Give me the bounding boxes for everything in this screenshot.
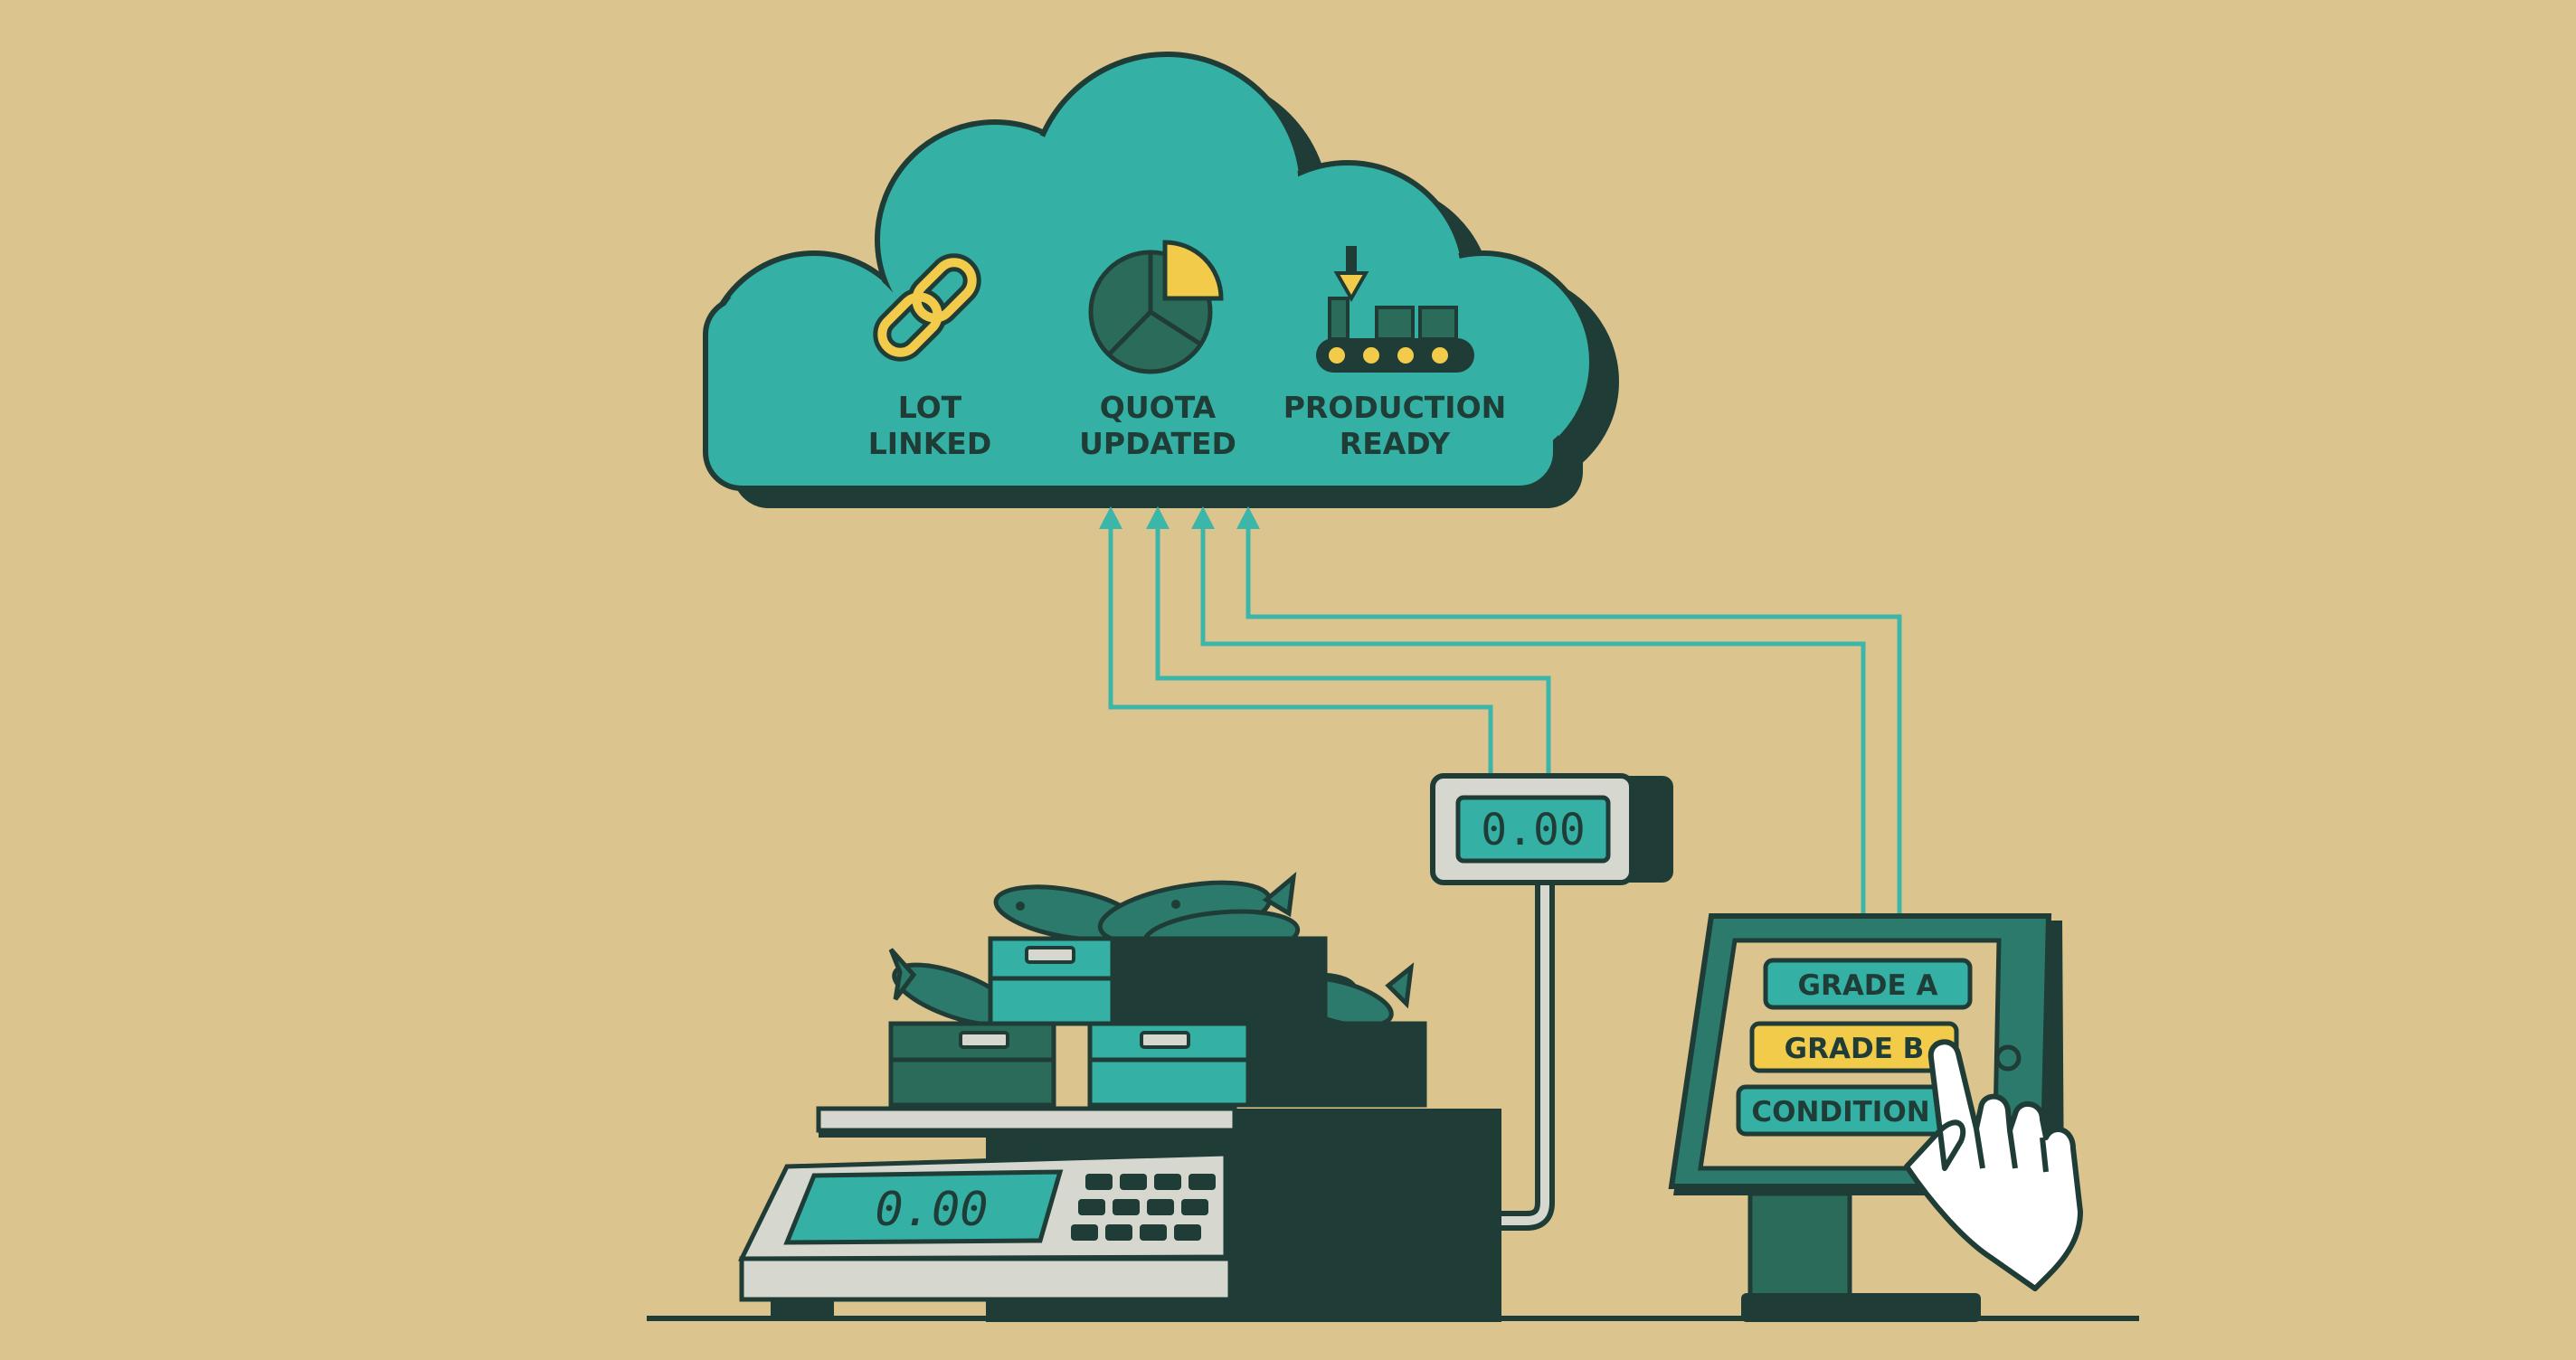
cloud-label-2-line2: UPDATED (1079, 426, 1236, 461)
keypad-key[interactable] (1147, 1199, 1174, 1215)
condition-label: CONDITION (1751, 1096, 1929, 1129)
connector-line-1 (1108, 520, 1493, 776)
arrow-up-icon (1146, 506, 1170, 529)
keypad-key[interactable] (1174, 1224, 1201, 1241)
grade-a-label: GRADE A (1798, 969, 1938, 1002)
grade-a-button[interactable]: GRADE A (1763, 958, 1973, 1010)
home-button[interactable] (1994, 1044, 2022, 1072)
base-display (783, 1169, 1064, 1245)
grade-b-label: GRADE B (1785, 1033, 1925, 1065)
cloud-label-1-line2: LINKED (868, 426, 991, 461)
keypad-key[interactable] (1140, 1224, 1167, 1241)
keypad-key[interactable] (1078, 1199, 1105, 1215)
keypad-key[interactable] (1154, 1174, 1181, 1190)
keypad-key[interactable] (1120, 1174, 1147, 1190)
cloud-label-2-line1: QUOTA (1100, 390, 1217, 425)
connector-line-2 (1155, 520, 1551, 776)
grade-b-button[interactable]: GRADE B (1749, 1021, 1959, 1073)
keypad-key[interactable] (1189, 1174, 1216, 1190)
pie-chart-icon (1088, 240, 1224, 374)
condition-button[interactable]: CONDITION (1736, 1084, 1946, 1137)
platform-scale: 0.00 (737, 1106, 1501, 1322)
cloud: LOT LINKED QUOTA UPDATED PRODUCTION READ… (703, 52, 1619, 508)
scale-keypad (1071, 1174, 1216, 1241)
base-readout: 0.00 (875, 1183, 988, 1237)
chain-link-icon (873, 253, 981, 362)
touch-terminal: GRADE A GRADE B CONDITION (1668, 913, 2083, 1322)
indicator-readout: 0.00 (1481, 805, 1586, 855)
connector-arrowheads (1099, 506, 1260, 529)
keypad-key[interactable] (1085, 1174, 1113, 1190)
arrow-up-icon (1191, 506, 1215, 529)
fish-in-crates-icon (888, 872, 1427, 1108)
keypad-key[interactable] (1105, 1224, 1132, 1241)
hand-pointer-icon (1904, 1039, 2083, 1291)
keypad-key[interactable] (1181, 1199, 1208, 1215)
data-connectors (1108, 520, 1902, 918)
arrow-up-icon (1099, 506, 1122, 529)
connector-line-3 (1200, 520, 1866, 918)
cloud-label-1-line1: LOT (898, 390, 962, 425)
keypad-key[interactable] (1113, 1199, 1140, 1215)
cloud-label-3-line1: PRODUCTION (1283, 390, 1507, 425)
conveyor-belt-icon (1316, 246, 1474, 373)
keypad-key[interactable] (1071, 1224, 1098, 1241)
cloud-label-3-line2: READY (1340, 426, 1451, 461)
connector-line-4 (1245, 520, 1902, 918)
arrow-up-icon (1236, 506, 1260, 529)
scale-indicator: 0.00 (1430, 773, 1673, 1231)
